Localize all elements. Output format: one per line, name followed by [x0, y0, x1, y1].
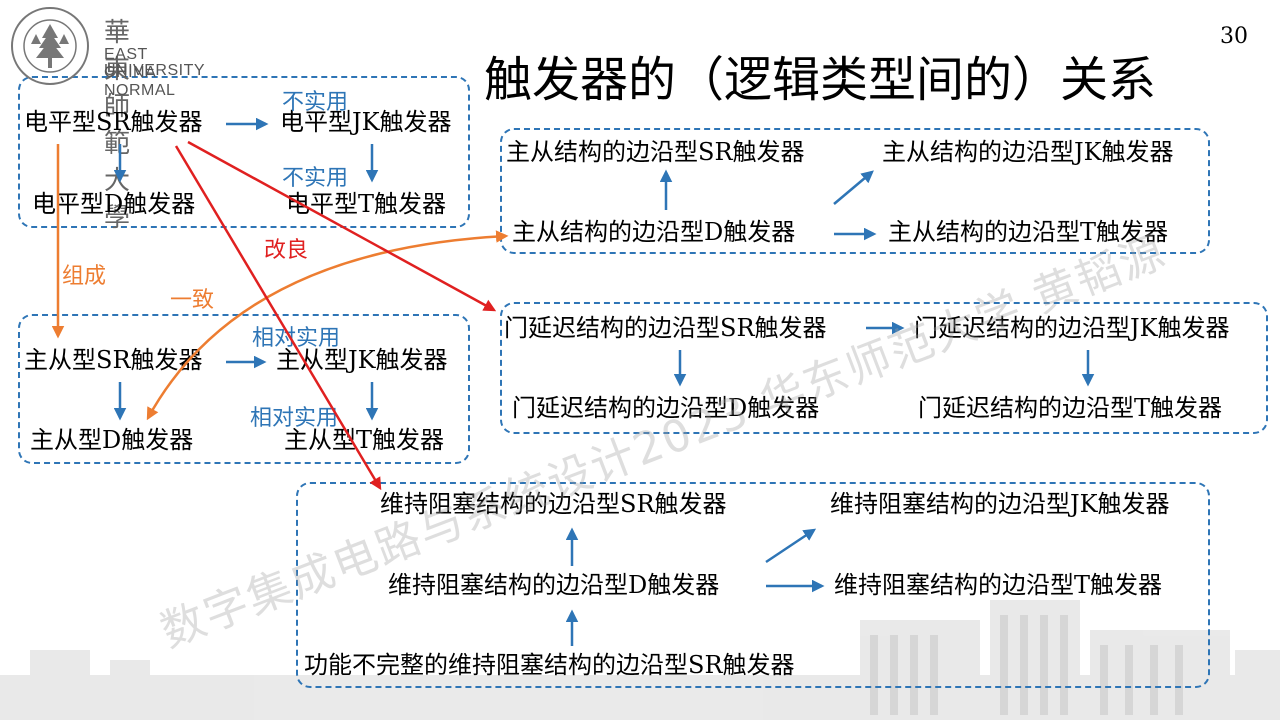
- node-level-jk: 电平型JK触发器: [280, 108, 452, 136]
- node-mb-t: 维持阻塞结构的边沿型T触发器: [834, 571, 1163, 599]
- node-mb-incomplete: 功能不完整的维持阻塞结构的边沿型SR触发器: [304, 651, 795, 679]
- node-ms-sr: 主从型SR触发器: [24, 346, 203, 374]
- slide-title: 触发器的（逻辑类型间的）关系: [484, 52, 1157, 108]
- logo-english-line2: UNIVERSITY: [104, 62, 206, 79]
- label-consistent: 一致: [170, 288, 215, 313]
- label-improve: 改良: [264, 238, 309, 263]
- label-impractical-jk: 不实用: [282, 90, 349, 115]
- node-gd-sr: 门延迟结构的边沿型SR触发器: [504, 314, 827, 342]
- group-maintain-block-edge: [296, 482, 1210, 688]
- node-ms-d: 主从型D触发器: [30, 426, 194, 454]
- node-mb-d: 维持阻塞结构的边沿型D触发器: [388, 571, 720, 599]
- node-level-sr: 电平型SR触发器: [24, 108, 203, 136]
- node-gd-jk: 门延迟结构的边沿型JK触发器: [914, 314, 1230, 342]
- group-master-slave-edge: [500, 128, 1210, 254]
- node-gd-d: 门延迟结构的边沿型D触发器: [512, 394, 820, 422]
- label-relatively-practical-jk: 相对实用: [252, 326, 341, 351]
- node-mb-jk: 维持阻塞结构的边沿型JK触发器: [830, 490, 1170, 518]
- label-compose: 组成: [62, 264, 107, 289]
- university-seal-icon: [11, 7, 89, 85]
- node-msedge-jk: 主从结构的边沿型JK触发器: [882, 138, 1174, 166]
- logo-english-line1: EAST CHINA NORMAL: [104, 46, 176, 99]
- node-msedge-d: 主从结构的边沿型D触发器: [512, 218, 796, 246]
- node-gd-t: 门延迟结构的边沿型T触发器: [918, 394, 1223, 422]
- node-level-t: 电平型T触发器: [286, 190, 447, 218]
- label-impractical-t: 不实用: [282, 166, 349, 191]
- node-msedge-t: 主从结构的边沿型T触发器: [888, 218, 1169, 246]
- node-level-d: 电平型D触发器: [32, 190, 196, 218]
- node-msedge-sr: 主从结构的边沿型SR触发器: [506, 138, 805, 166]
- university-logo: 華東師範大學 EAST CHINA NORMAL UNIVERSITY: [8, 4, 205, 233]
- label-relatively-practical-t: 相对实用: [250, 406, 339, 431]
- node-mb-sr: 维持阻塞结构的边沿型SR触发器: [380, 490, 727, 518]
- page-number: 30: [1220, 24, 1248, 49]
